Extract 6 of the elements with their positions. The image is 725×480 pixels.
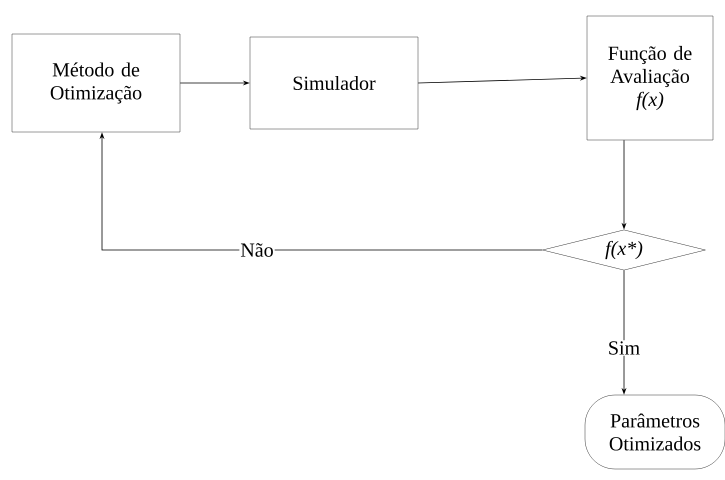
process-box: Método de Otimização	[12, 34, 180, 132]
process-box: Simulador	[250, 36, 418, 130]
process-box: Função de Avaliação f(x)	[586, 16, 714, 140]
edge-label: Não	[239, 242, 275, 258]
terminal-box: Parâmetros Otimizados	[584, 394, 725, 470]
edge-label: Sim	[606, 340, 642, 356]
